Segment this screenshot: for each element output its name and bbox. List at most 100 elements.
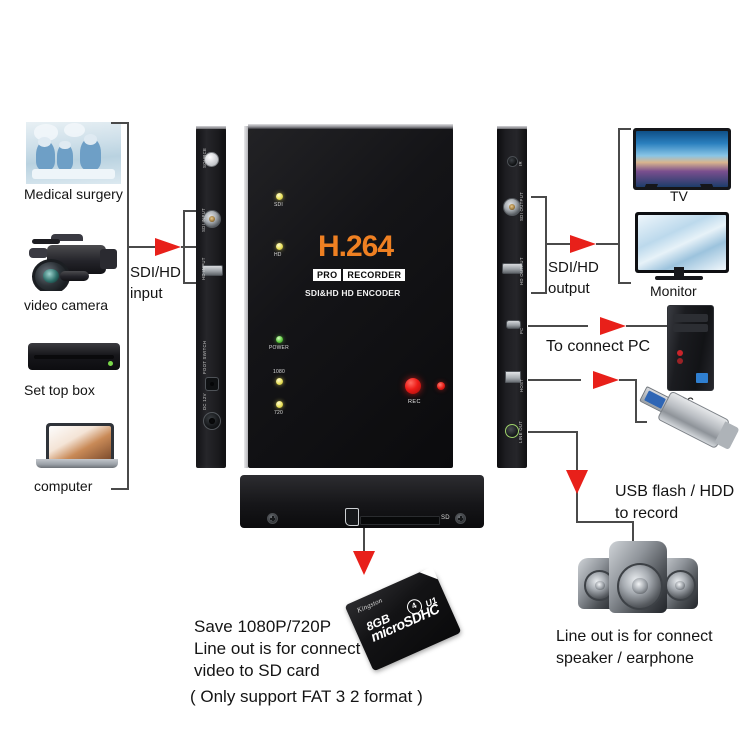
display-bracket-top [618, 128, 631, 130]
sd-card-notch [419, 566, 438, 586]
device-right-top-edge [497, 126, 527, 129]
source-to-device-line [127, 246, 162, 248]
output-image-tv [633, 128, 731, 190]
source-label-computer: computer [34, 478, 93, 494]
led-720 [276, 401, 283, 408]
port-label-line-out: LINE OUT [518, 420, 523, 443]
sdi-hd-output-label: SDI/HD [548, 259, 599, 276]
sdi-output-bnc-jack[interactable] [503, 198, 521, 216]
source-bracket-spine [127, 122, 129, 490]
sd-note-line4: ( Only support FAT 3 2 format ) [190, 687, 423, 706]
source-image-video-camera [26, 233, 121, 291]
sd-module-to-card-line [363, 528, 365, 552]
led-label-power: POWER [269, 345, 289, 351]
output-label-monitor: Monitor [650, 283, 697, 299]
sdi-output-arrow [570, 235, 596, 253]
lineout-line-b [576, 521, 634, 523]
host-usb-port[interactable] [505, 371, 521, 383]
speaker-label-line1: Line out is for connect [556, 628, 713, 645]
input-port-bracket-bottom [183, 282, 198, 284]
led-sdi [276, 193, 283, 200]
rec-label: REC [408, 399, 421, 405]
usb-label-line1: USB flash / HDD [615, 483, 735, 500]
source-button[interactable] [204, 152, 219, 167]
monitor-neck [674, 267, 684, 277]
output-port-bracket-spine [545, 196, 547, 294]
device-badge-pro: PRO [313, 269, 342, 281]
pc-line-b [626, 325, 668, 327]
port-label-ir: IR [518, 161, 523, 166]
source-image-set-top-box [28, 343, 120, 370]
led-hd [276, 243, 283, 250]
port-label-foot-switch: FOOT SWITCH [202, 340, 207, 374]
port-label-host: HOST [519, 378, 524, 392]
hd-input-hdmi-port[interactable] [202, 265, 223, 276]
sd-note-line1: Save 1080P/720P [194, 617, 332, 636]
device-left-panel-top-edge [196, 126, 226, 129]
sdi-hd-input-label-2: input [130, 285, 163, 302]
sdi-hd-output-label-2: output [548, 280, 590, 297]
rec-button[interactable] [405, 378, 421, 394]
sdi-hd-input-label: SDI/HD [130, 264, 181, 281]
pc-micro-usb-port[interactable] [506, 320, 521, 329]
port-label-sdi-input: SDI INPUT [201, 208, 206, 232]
usb-line-tip [635, 421, 647, 423]
input-port-bracket-top [183, 210, 198, 212]
source-bracket-top [111, 122, 129, 124]
device-subtitle: SDI&HD HD ENCODER [305, 288, 401, 298]
foot-switch-jack[interactable] [205, 377, 219, 391]
lineout-arrow [566, 470, 588, 494]
microsd-card-image: Kingston 8GB microSDHC 4 U1 [344, 566, 462, 672]
device-brand-h264: H.264 [318, 230, 394, 263]
device-badge-recorder: RECORDER [343, 269, 406, 281]
device-seam [244, 126, 248, 468]
device-right-panel [497, 128, 527, 468]
sd-note-line2: Line out is for connect [194, 639, 361, 658]
sd-card-slot-icon [345, 508, 359, 526]
usb-label-line2: to record [615, 505, 679, 522]
lineout-line-to-speaker [632, 521, 634, 547]
device-left-panel [196, 128, 226, 468]
sd-card-brand: Kingston [355, 596, 384, 615]
display-bracket-bottom [618, 282, 631, 284]
port-label-hd-input: HD INPUT [201, 257, 206, 280]
source-label-medical-surgery: Medical surgery [24, 186, 123, 202]
port-label-pc: PC [519, 327, 524, 334]
ir-receiver [507, 156, 518, 167]
pc-line-a [528, 325, 588, 327]
usb-line-a [528, 379, 581, 381]
port-label-sdi-output: SDI OUTPUT [519, 191, 524, 221]
device-badge-row: PRO RECORDER [313, 269, 406, 281]
sd-card-slot[interactable] [360, 516, 440, 525]
source-image-medical-surgery [26, 122, 121, 184]
to-connect-pc-label: To connect PC [546, 338, 651, 355]
dc-power-jack[interactable] [203, 412, 221, 430]
rec-status-led [437, 382, 445, 390]
sdi-input-bnc-jack[interactable] [203, 210, 221, 228]
output-port-bracket-top [531, 196, 546, 198]
output-image-monitor [635, 212, 729, 273]
hd-output-hdmi-port[interactable] [502, 263, 523, 274]
tv-stand-left [643, 184, 659, 189]
bottom-panel-screw-right [455, 513, 466, 524]
output-port-bracket-bottom [531, 292, 546, 294]
source-label-set-top-box: Set top box [24, 382, 95, 398]
source-image-computer [34, 423, 120, 475]
line-out-audio-jack[interactable] [505, 424, 519, 438]
device-front-panel [248, 128, 453, 468]
tv-stand-right [699, 184, 715, 189]
lineout-line-a [528, 431, 578, 433]
usb-arrow [593, 371, 619, 389]
led-power [276, 336, 283, 343]
port-label-hd-output: HD OUTPUT [519, 257, 524, 285]
led-label-sdi: SDI [274, 202, 283, 208]
output-image-pc-tower [667, 305, 714, 391]
led-1080 [276, 378, 283, 385]
input-port-bracket-spine [183, 210, 185, 284]
sd-slot-label: SD [441, 515, 450, 521]
sd-card-arrow [353, 551, 375, 575]
port-label-dc-12v: DC 12V [202, 393, 207, 410]
sdi-output-line-a [545, 243, 578, 245]
output-label-tv: TV [670, 188, 688, 204]
display-bracket-spine [618, 128, 620, 284]
